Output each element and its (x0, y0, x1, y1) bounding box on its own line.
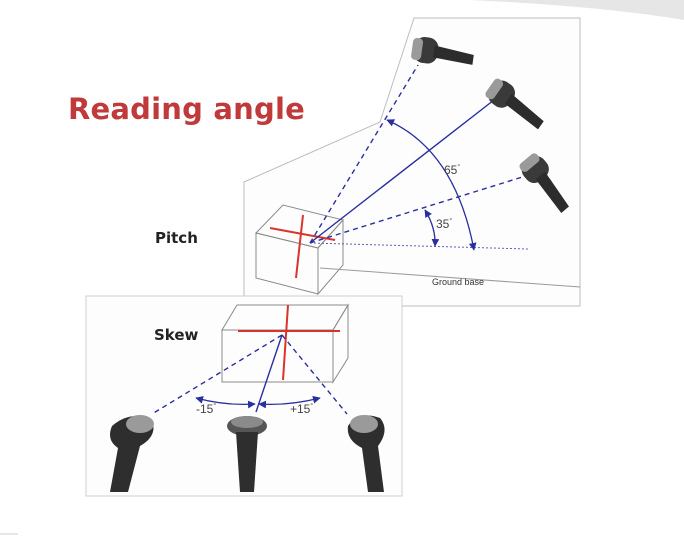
skew-label: Skew (154, 326, 199, 344)
scanner-bottom-right-icon (347, 415, 385, 492)
scanner-bottom-left-icon (110, 415, 154, 492)
pitch-angle-65: 65° (444, 163, 460, 177)
skew-angle-left: -15° (196, 402, 216, 416)
pitch-angle-35: 35° (436, 217, 452, 231)
header-swoosh (470, 0, 684, 20)
ground-label: Ground base (432, 277, 484, 287)
scanner-middle-icon (485, 78, 544, 130)
pitch-crosshair (269, 214, 336, 279)
skew-crosshair (238, 304, 340, 381)
scanner-top-icon (411, 37, 474, 65)
scanner-right-icon (519, 153, 569, 213)
page-title: Reading angle (68, 92, 305, 126)
skew-angle-right: +15° (290, 402, 313, 416)
scanner-bottom-middle-icon (227, 416, 267, 492)
skew-arc-left (195, 396, 256, 409)
ground-line (319, 267, 581, 288)
pitch-arc-65 (386, 119, 477, 251)
pitch-label: Pitch (155, 229, 198, 247)
pitch-arc-35 (424, 209, 440, 247)
pitch-box (255, 204, 344, 296)
skew-arc-right (258, 395, 321, 409)
